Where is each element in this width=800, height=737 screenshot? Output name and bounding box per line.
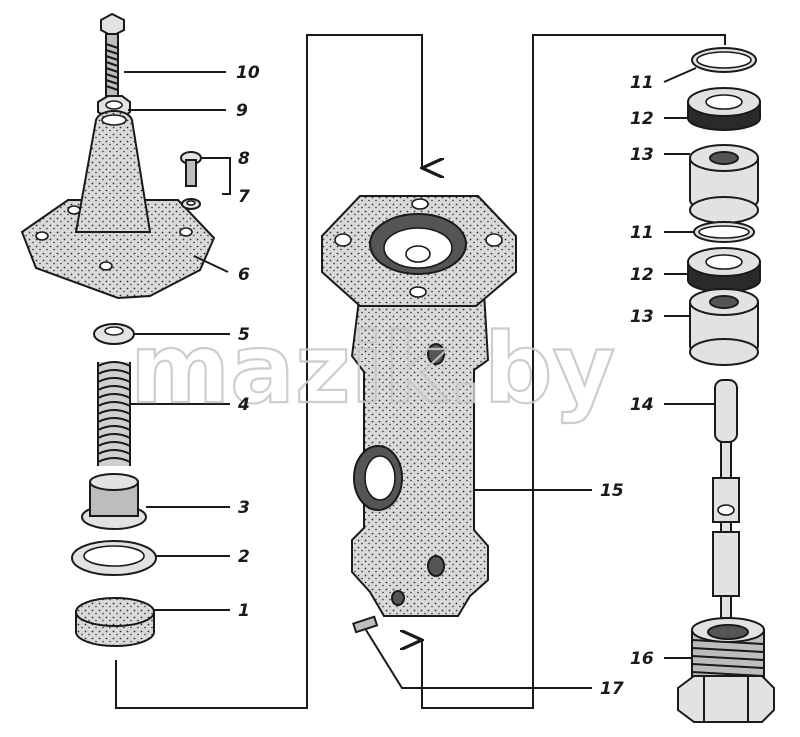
label-12-upper: 12 (630, 109, 654, 129)
assembly-guide-lines (115, 34, 726, 709)
bolt-10 (100, 12, 125, 99)
label-3: 3 (238, 498, 250, 518)
label-1: 1 (238, 601, 250, 621)
label-11-lower: 11 (630, 223, 654, 243)
plug-nut-16 (677, 617, 775, 723)
label-4: 4 (237, 395, 250, 415)
cover-6 (20, 110, 216, 300)
leader-lines (124, 67, 715, 689)
label-13-lower: 13 (630, 307, 654, 327)
label-16: 16 (630, 649, 654, 669)
spring-seat-3 (81, 473, 147, 530)
part-labels: 10 9 8 7 6 5 4 3 2 1 15 17 11 12 13 11 1… (236, 63, 654, 699)
washer-13-upper (689, 144, 759, 224)
washer-13-lower (689, 288, 759, 366)
screw-8 (180, 151, 202, 187)
washer-5 (93, 323, 135, 345)
label-12-lower: 12 (630, 265, 654, 285)
label-10: 10 (236, 63, 260, 83)
label-11-upper: 11 (630, 73, 654, 93)
label-15: 15 (600, 481, 624, 501)
washer-7 (181, 198, 201, 210)
label-13-upper: 13 (630, 145, 654, 165)
seal-12-lower (687, 247, 761, 293)
label-7: 7 (238, 187, 250, 207)
label-5: 5 (238, 325, 250, 345)
watermark: mazik.by (130, 313, 615, 425)
label-8: 8 (238, 149, 250, 169)
label-14: 14 (630, 395, 654, 415)
seal-12-upper (687, 87, 761, 131)
label-2: 2 (238, 547, 250, 567)
label-6: 6 (238, 265, 250, 285)
spring-4 (97, 361, 131, 466)
valve-body-15 (321, 195, 517, 617)
ring-11-upper (691, 47, 757, 73)
label-9: 9 (236, 101, 248, 121)
ring-11-lower (693, 221, 755, 243)
plug-1 (75, 597, 155, 647)
set-screw-17 (352, 615, 379, 634)
gasket-2 (71, 540, 157, 576)
rod-14 (712, 379, 740, 619)
label-17: 17 (600, 679, 624, 699)
